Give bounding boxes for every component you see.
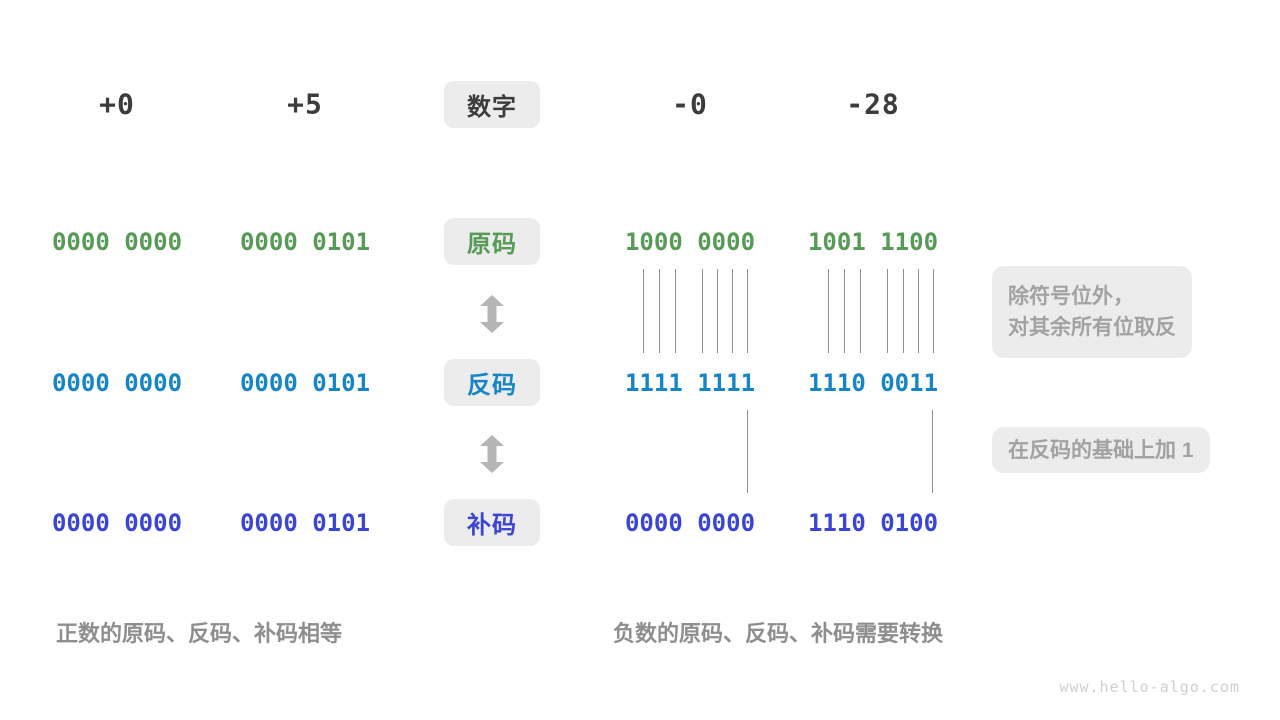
note-add-one-label: 在反码的基础上加 1	[1008, 438, 1194, 462]
header-tag-number: 数字	[444, 81, 540, 128]
sign-magnitude-value-0: 0000 0000	[51, 228, 183, 256]
tag-twos-complement: 补码	[444, 499, 540, 546]
header-value-minus-0: -0	[672, 87, 708, 121]
tag-ones-complement: 反码	[444, 359, 540, 406]
ones-complement-value-0: 0000 0000	[51, 369, 183, 397]
tag-twos-complement-label: 补码	[467, 512, 517, 539]
caption-positive-numbers: 正数的原码、反码、补码相等	[56, 621, 343, 646]
bit-connector-line	[903, 269, 905, 353]
tag-ones-complement-label: 反码	[467, 372, 517, 399]
twos-complement-value-3: 1110 0100	[807, 509, 939, 537]
bit-connector-line	[828, 269, 830, 353]
note-invert-bits-line1: 除符号位外，	[1008, 285, 1134, 308]
bit-connector-line	[933, 269, 935, 353]
bit-connector-line	[860, 269, 862, 353]
add-one-connector-line	[747, 410, 749, 493]
header-value-minus-28: -28	[846, 87, 900, 121]
header-value-plus-0: +0	[99, 87, 135, 121]
caption-negative-numbers: 负数的原码、反码、补码需要转换	[613, 621, 944, 646]
twos-complement-value-2: 0000 0000	[624, 509, 756, 537]
bit-connector-line	[844, 269, 846, 353]
sign-magnitude-value-3: 1001 1100	[807, 228, 939, 256]
add-one-connector-line	[932, 410, 934, 493]
header-tag-number-label: 数字	[467, 94, 517, 121]
bit-connector-line	[887, 269, 889, 353]
bit-connector-line	[747, 269, 749, 353]
twos-complement-value-1: 0000 0101	[239, 509, 371, 537]
up-down-arrow-icon	[480, 435, 504, 473]
sign-magnitude-value-2: 1000 0000	[624, 228, 756, 256]
bit-connector-line	[732, 269, 734, 353]
bit-connector-line	[702, 269, 704, 353]
sign-magnitude-value-1: 0000 0101	[239, 228, 371, 256]
ones-complement-value-3: 1110 0011	[807, 369, 939, 397]
note-invert-bits: 除符号位外， 对其余所有位取反	[992, 266, 1192, 358]
bit-connector-line	[717, 269, 719, 353]
note-invert-bits-line2: 对其余所有位取反	[1008, 316, 1176, 339]
bit-connector-line	[675, 269, 677, 353]
twos-complement-value-0: 0000 0000	[51, 509, 183, 537]
watermark-url: www.hello-algo.com	[1059, 678, 1240, 696]
header-value-plus-5: +5	[287, 87, 323, 121]
bit-connector-line	[918, 269, 920, 353]
bit-connector-line	[659, 269, 661, 353]
ones-complement-value-1: 0000 0101	[239, 369, 371, 397]
tag-sign-magnitude: 原码	[444, 218, 540, 265]
tag-sign-magnitude-label: 原码	[467, 231, 517, 258]
ones-complement-value-2: 1111 1111	[624, 369, 756, 397]
bit-connector-line	[643, 269, 645, 353]
up-down-arrow-icon	[480, 295, 504, 333]
note-add-one: 在反码的基础上加 1	[992, 427, 1210, 473]
